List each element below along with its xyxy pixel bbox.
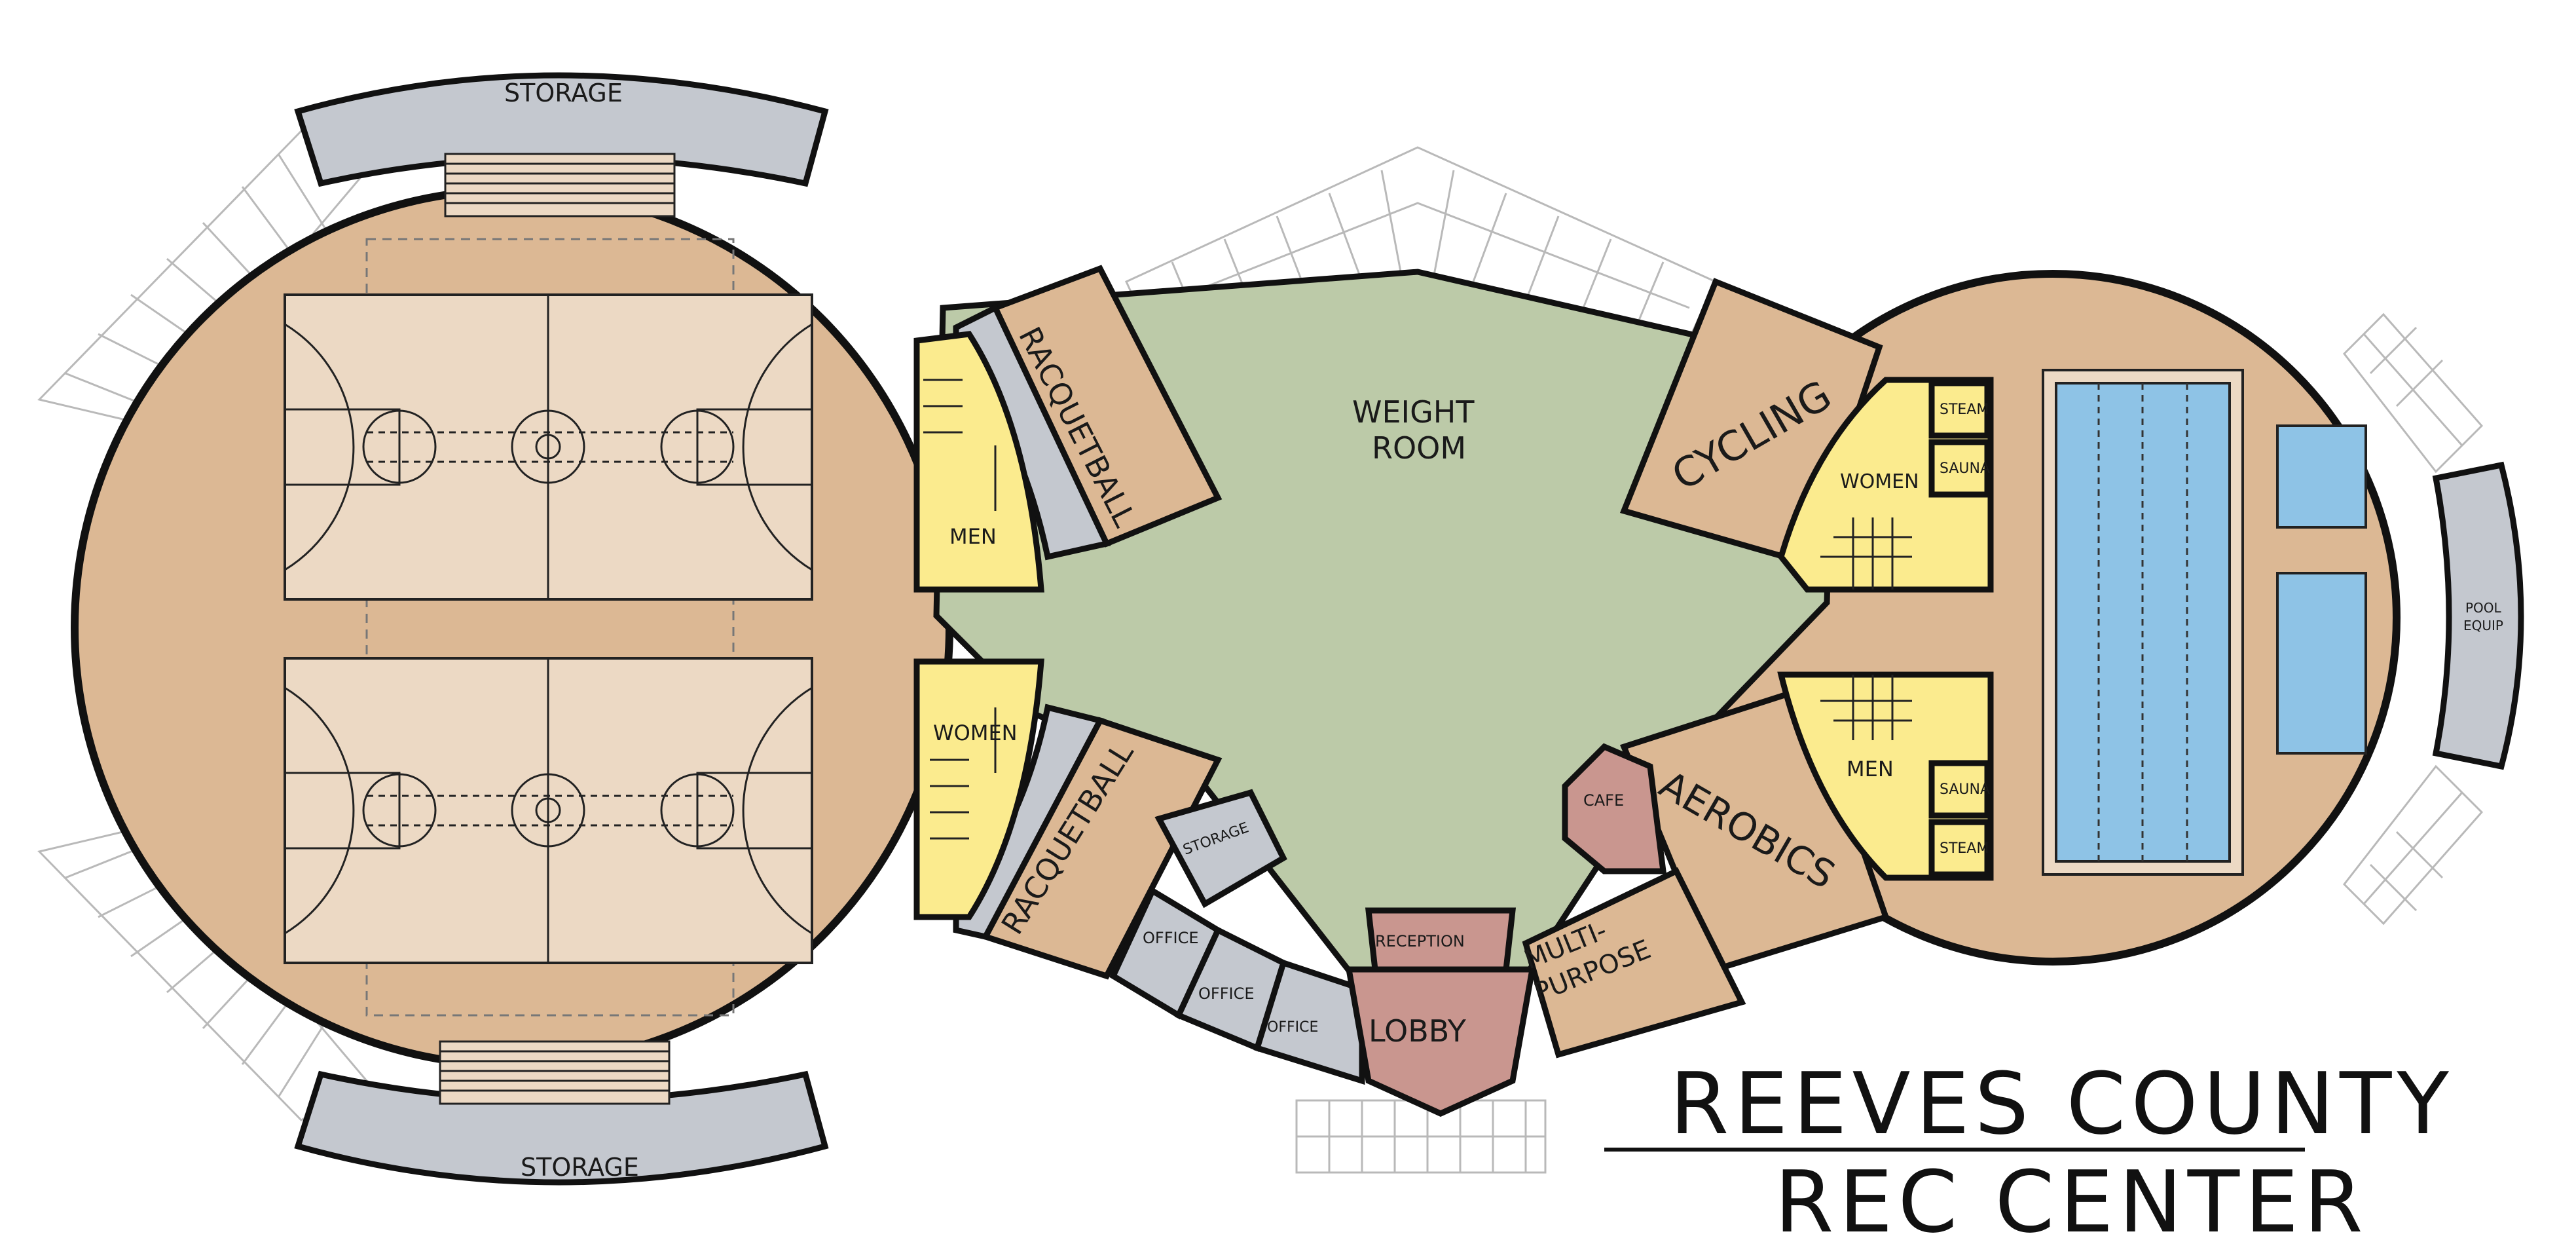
gym-storage xyxy=(294,72,829,1186)
label-office-1: OFFICE xyxy=(1143,929,1199,947)
label-men-left: MEN xyxy=(949,524,997,549)
spa-upper xyxy=(2276,424,2367,529)
bleachers xyxy=(439,153,676,1105)
label-steam-top: STEAM xyxy=(1940,402,1989,418)
basketball-court-bottom xyxy=(284,657,813,964)
label-office-3: OFFICE xyxy=(1267,1019,1318,1036)
label-cafe: CAFE xyxy=(1583,791,1624,810)
label-reception: RECEPTION xyxy=(1375,932,1465,950)
label-women-left: WOMEN xyxy=(933,721,1018,745)
label-office-2: OFFICE xyxy=(1198,985,1255,1003)
spa-lower xyxy=(2276,572,2367,755)
label-women-right: WOMEN xyxy=(1840,470,1919,493)
label-pool-equip-2: EQUIP xyxy=(2463,618,2503,633)
label-weight-room-2: ROOM xyxy=(1372,430,1466,466)
label-storage-top: STORAGE xyxy=(504,79,623,107)
label-sauna-top: SAUNA xyxy=(1940,460,1990,477)
basketball-court-top xyxy=(284,293,813,601)
label-sauna-bottom: SAUNA xyxy=(1940,781,1990,798)
label-pool-equip-1: POOL xyxy=(2465,600,2502,616)
label-storage-bottom: STORAGE xyxy=(521,1153,639,1182)
left-wing xyxy=(913,265,1365,1085)
title-line-1: REEVES COUNTY xyxy=(1670,1054,2454,1154)
label-weight-room-1: WEIGHT xyxy=(1352,394,1475,430)
label-men-right: MEN xyxy=(1847,757,1894,781)
label-steam-bottom: STEAM xyxy=(1940,840,1989,857)
label-lobby: LOBBY xyxy=(1369,1013,1467,1049)
gymnasium xyxy=(71,153,953,1105)
right-wing xyxy=(1522,278,1994,1059)
title-block: REEVES COUNTY REC CENTER xyxy=(1604,1054,2454,1252)
title-line-2: REC CENTER xyxy=(1775,1152,2368,1252)
lobby-group xyxy=(1345,907,1536,1117)
